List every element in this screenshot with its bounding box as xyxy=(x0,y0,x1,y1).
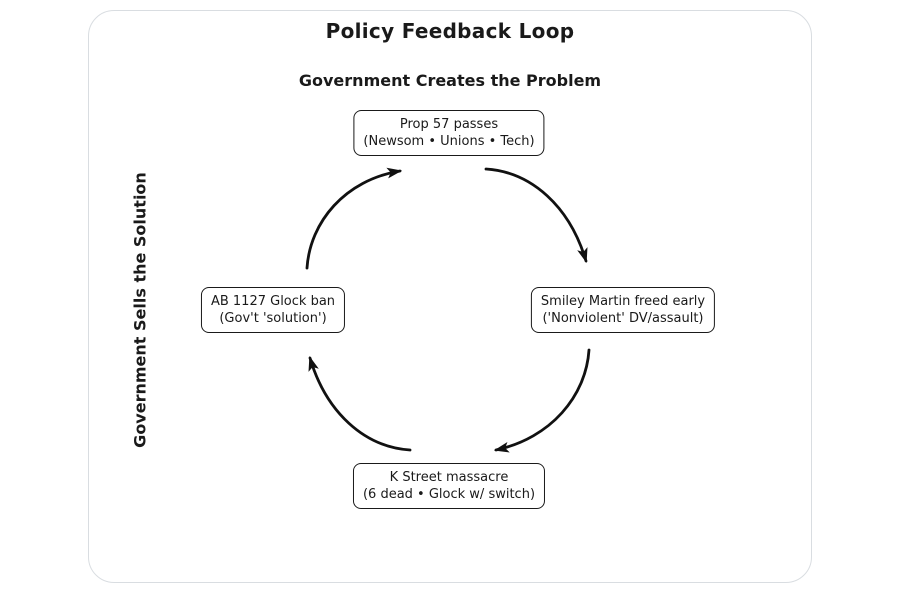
node-incident: K Street massacre (6 dead • Glock w/ swi… xyxy=(352,463,546,509)
figure-title: Policy Feedback Loop xyxy=(325,19,575,43)
node-line2: (Gov't 'solution') xyxy=(219,311,327,326)
node-line2: (Newsom • Unions • Tech) xyxy=(363,134,535,149)
node-line1: AB 1127 Glock ban xyxy=(210,294,336,309)
top-subtitle: Government Creates the Problem xyxy=(298,71,602,90)
node-line2: ('Nonviolent' DV/assault) xyxy=(542,311,704,326)
node-solution-sold: AB 1127 Glock ban (Gov't 'solution') xyxy=(200,287,346,333)
node-release: Smiley Martin freed early ('Nonviolent' … xyxy=(530,287,716,333)
node-line1: Smiley Martin freed early xyxy=(540,294,706,309)
node-line2: (6 dead • Glock w/ switch) xyxy=(362,487,536,502)
node-line1: Prop 57 passes xyxy=(399,117,499,132)
node-problem-created: Prop 57 passes (Newsom • Unions • Tech) xyxy=(353,110,545,156)
node-line1: K Street massacre xyxy=(389,470,509,485)
left-rotated-subtitle: Government Sells the Solution xyxy=(130,172,150,448)
